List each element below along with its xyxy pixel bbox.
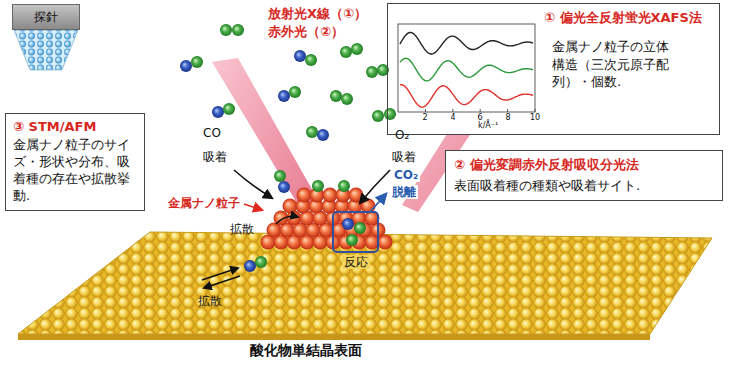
- method-body: 金属ナノ粒子のサイズ・形状や分布、吸着種の存在や拡散挙動.: [13, 137, 137, 205]
- carbon-atom: [244, 260, 256, 272]
- panel-ground: [387, 3, 720, 135]
- label: CO₂: [392, 168, 420, 182]
- method-body: 表面吸着種の種類や吸着サイト.: [454, 177, 714, 195]
- tick-mark: [452, 109, 453, 112]
- oxygen-atom: [372, 110, 384, 122]
- label: 放射光X線（①）: [268, 6, 367, 22]
- carbon-atom: [180, 60, 192, 72]
- carbon-atom: [294, 50, 306, 62]
- oxygen-atom: [274, 170, 286, 182]
- method-body: 金属ナノ粒子の立体構造（三次元原子配列）・個数.: [552, 38, 672, 91]
- oxygen-atom: [338, 180, 350, 192]
- leader-arrow: [244, 204, 262, 210]
- tick-label: 8: [505, 113, 510, 123]
- label: 金属ナノ粒子: [168, 196, 240, 210]
- oxygen-atom: [255, 256, 267, 268]
- desorb-arrow: [370, 194, 386, 212]
- oxygen-atom: [220, 24, 232, 36]
- carbon-atom: [342, 218, 354, 230]
- metal-nanoparticle: [261, 188, 393, 250]
- chart-frame: [398, 24, 535, 112]
- tick-mark: [535, 109, 536, 112]
- oxygen-atom: [346, 234, 358, 246]
- label: k/Å⁻¹: [478, 121, 498, 131]
- carbon-atom: [212, 106, 224, 118]
- label: CO: [203, 126, 221, 140]
- xafs-curve: [400, 33, 533, 55]
- probe-label: 探針: [34, 9, 58, 26]
- label: 拡散: [198, 294, 222, 308]
- oxygen-atom: [330, 90, 342, 102]
- oxygen-atom: [305, 54, 317, 66]
- oxygen-atom: [223, 103, 235, 115]
- adsorb-arrow: [234, 170, 272, 198]
- method-title: ③ STM/AFM: [13, 119, 137, 134]
- probe-tip: [14, 30, 78, 70]
- tick-mark: [507, 109, 508, 112]
- label: 酸化物単結晶表面: [250, 342, 362, 359]
- oxygen-atom: [351, 43, 363, 55]
- tick-label: 2: [422, 113, 427, 123]
- oxygen-atom: [354, 222, 366, 234]
- method-title: ② 偏光変調赤外反射吸収分光法: [454, 156, 714, 174]
- reaction-site: [333, 212, 378, 252]
- oxygen-atom: [341, 93, 353, 105]
- oxygen-atom: [366, 66, 378, 78]
- label: O₂: [395, 128, 409, 142]
- carbon-atom: [317, 129, 329, 141]
- method-panel: ③ STM/AFM 金属ナノ粒子のサイズ・形状や分布、吸着種の存在や拡散挙動.: [5, 113, 145, 211]
- tick-mark: [480, 109, 481, 112]
- probe-box: 探針: [12, 4, 80, 30]
- oxygen-atom: [340, 46, 352, 58]
- oxygen-atom: [191, 56, 203, 68]
- metal-atom: [323, 188, 338, 203]
- x-ray-beam: [212, 58, 318, 208]
- label: 吸着: [203, 150, 227, 164]
- oxygen-atom: [384, 108, 396, 120]
- xafs-curve: [400, 85, 533, 107]
- chart-ticks: [425, 109, 535, 112]
- tick-label: 4: [450, 113, 455, 123]
- label: 反応: [342, 255, 370, 269]
- metal-atom: [283, 199, 298, 214]
- carbon-atom: [278, 181, 290, 193]
- xafs-curve: [400, 58, 533, 81]
- diffuse-arrow: [204, 276, 240, 288]
- oxygen-atom: [312, 180, 324, 192]
- label: 脱離: [390, 185, 418, 199]
- oxygen-atom: [232, 24, 244, 36]
- oxygen-atom: [306, 126, 318, 138]
- label: 吸着: [392, 150, 416, 164]
- oxygen-atom: [289, 86, 301, 98]
- method-panel: ① 偏光全反射蛍光XAFS法金属ナノ粒子の立体構造（三次元原子配列）・個数.: [387, 3, 720, 135]
- oxide-surface: [18, 232, 712, 334]
- method-panel: ② 偏光変調赤外反射吸収分光法表面吸着種の種類や吸着サイト.: [445, 150, 723, 201]
- metal-atom: [297, 188, 312, 203]
- label: 拡散: [230, 222, 254, 236]
- method-title: ① 偏光全反射蛍光XAFS法: [544, 9, 702, 27]
- tick-label: 10: [530, 113, 540, 123]
- diffuse-arrow: [276, 216, 298, 224]
- label: 赤外光（②）: [268, 24, 344, 40]
- oxide-front: [18, 334, 650, 340]
- molecules: [180, 24, 396, 272]
- tick-label: 6: [477, 113, 482, 123]
- carbon-atom: [278, 90, 290, 102]
- adsorb-arrow: [360, 170, 390, 203]
- tick-mark: [425, 109, 426, 112]
